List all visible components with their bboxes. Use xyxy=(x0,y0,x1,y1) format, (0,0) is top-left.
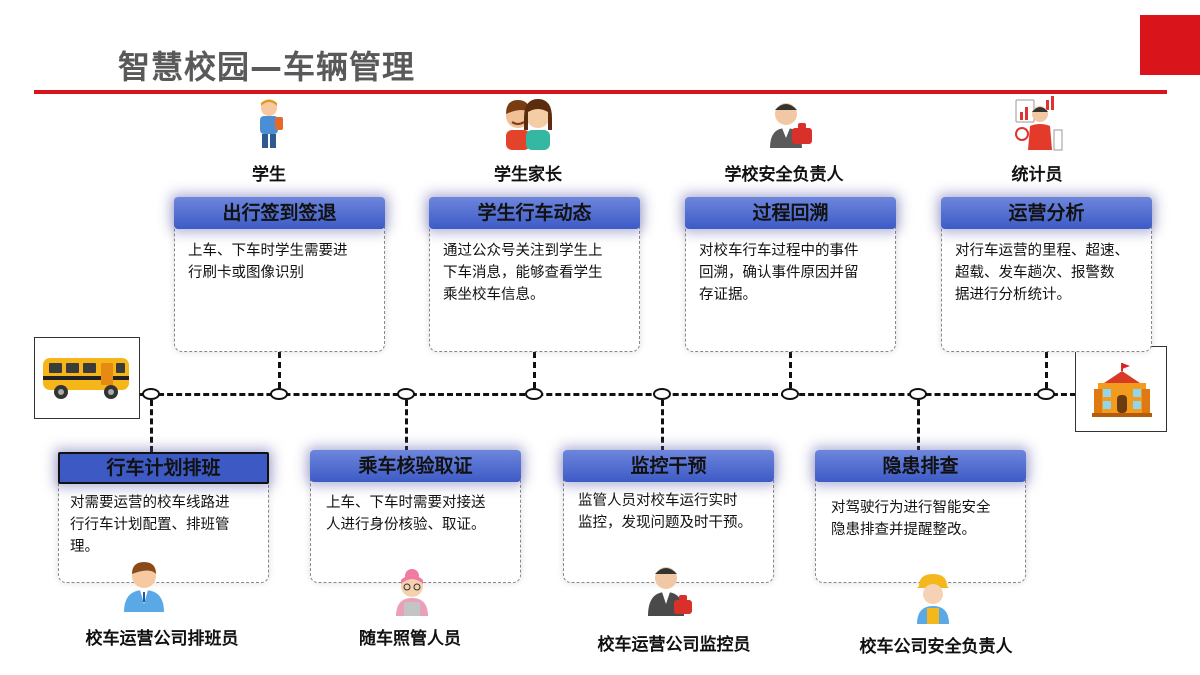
parents-icon xyxy=(506,99,552,150)
connector xyxy=(278,352,281,388)
timeline-node xyxy=(653,388,671,400)
step-card-title: 学生行车动态 xyxy=(429,197,640,229)
step-card-line: 监管人员对校车运行实时 xyxy=(578,493,738,509)
step-card-line: 人进行身份核验、取证。 xyxy=(326,517,486,533)
step-card-line: 上车、下车时学生需要进 xyxy=(188,243,348,259)
step-card-line: 下车消息，能够查看学生 xyxy=(443,265,603,281)
timeline xyxy=(140,393,1085,396)
role-label-top: 统计员 xyxy=(1011,165,1063,185)
connector xyxy=(917,400,920,452)
step-card-title: 行车计划排班 xyxy=(58,452,269,484)
role-label-bottom: 随车照管人员 xyxy=(359,629,461,649)
school-building-icon xyxy=(1092,363,1152,417)
step-card-line: 对驾驶行为进行智能安全 xyxy=(831,500,991,516)
student-icon xyxy=(260,99,283,148)
timeline-node xyxy=(909,388,927,400)
step-card-title: 过程回溯 xyxy=(685,197,896,229)
step-card-line: 监控，发现问题及时干预。 xyxy=(578,515,752,531)
monitor-officer-icon xyxy=(648,567,692,616)
connector xyxy=(533,352,536,388)
page-title: 智慧校园—车辆管理 xyxy=(118,48,416,86)
bus-box xyxy=(34,337,140,419)
step-card-title: 出行签到签退 xyxy=(174,197,385,229)
school-bus-icon xyxy=(43,358,129,399)
statistician-icon xyxy=(1015,96,1063,151)
role-label-top: 学校安全负责人 xyxy=(724,165,844,185)
step-card-line: 据进行分析统计。 xyxy=(955,287,1071,303)
step-card-line: 对校车行车过程中的事件 xyxy=(699,243,859,259)
connector xyxy=(1045,352,1048,388)
step-card-line: 上车、下车时需要对接送 xyxy=(326,495,486,511)
step-card-line: 乘坐校车信息。 xyxy=(443,287,545,303)
step-card-line: 回溯，确认事件原因并留 xyxy=(699,265,859,281)
step-card-title: 隐患排查 xyxy=(815,450,1026,482)
security-officer-icon xyxy=(770,103,812,148)
timeline-node xyxy=(1037,388,1055,400)
caretaker-icon xyxy=(396,569,428,616)
step-card-body: 上车、下车时学生需要进 行刷卡或图像识别 xyxy=(188,240,378,284)
timeline-node xyxy=(525,388,543,400)
step-card-line: 行刷卡或图像识别 xyxy=(188,265,304,281)
step-card-body: 对校车行车过程中的事件 回溯，确认事件原因并留 存证据。 xyxy=(699,240,889,306)
connector xyxy=(661,400,664,452)
role-label-bottom: 校车运营公司监控员 xyxy=(597,635,751,655)
step-card-title: 运营分析 xyxy=(941,197,1152,229)
step-card-title: 乘车核验取证 xyxy=(310,450,521,482)
step-card-line: 理。 xyxy=(70,539,99,555)
role-label-top: 学生家长 xyxy=(494,165,562,185)
step-card-body: 对需要运营的校车线路进 行行车计划配置、排班管 理。 xyxy=(70,492,264,558)
red-corner-block xyxy=(1140,15,1200,75)
scheduler-icon xyxy=(124,562,164,612)
connector xyxy=(405,400,408,452)
step-card-body: 上车、下车时需要对接送 人进行身份核验、取证。 xyxy=(326,492,516,536)
step-card-title: 监控干预 xyxy=(563,450,774,482)
safety-worker-icon xyxy=(917,574,949,624)
role-label-top: 学生 xyxy=(252,165,286,185)
step-card-line: 超载、发车趟次、报警数 xyxy=(955,265,1115,281)
role-label-bottom: 校车公司安全负责人 xyxy=(859,637,1013,657)
step-card-line: 通过公众号关注到学生上 xyxy=(443,243,603,259)
timeline-node xyxy=(781,388,799,400)
step-card-body: 通过公众号关注到学生上 下车消息，能够查看学生 乘坐校车信息。 xyxy=(443,240,633,306)
step-card-line: 行行车计划配置、排班管 xyxy=(70,517,230,533)
connector xyxy=(789,352,792,388)
step-card-line: 对需要运营的校车线路进 xyxy=(70,495,230,511)
role-label-bottom: 校车运营公司排班员 xyxy=(85,629,239,649)
step-card-body: 监管人员对校车运行实时 监控，发现问题及时干预。 xyxy=(578,490,772,534)
connector xyxy=(150,400,153,452)
school-box xyxy=(1075,346,1167,432)
timeline-node xyxy=(270,388,288,400)
step-card-body: 对行车运营的里程、超速、 超载、发车趟次、报警数 据进行分析统计。 xyxy=(955,240,1149,306)
timeline-node xyxy=(397,388,415,400)
step-card-line: 存证据。 xyxy=(699,287,757,303)
timeline-node xyxy=(142,388,160,400)
step-card-line: 对行车运营的里程、超速、 xyxy=(955,243,1129,259)
step-card-body: 对驾驶行为进行智能安全 隐患排查并提醒整改。 xyxy=(831,497,1021,541)
title-underline xyxy=(34,90,1167,94)
step-card-line: 隐患排查并提醒整改。 xyxy=(831,522,976,538)
